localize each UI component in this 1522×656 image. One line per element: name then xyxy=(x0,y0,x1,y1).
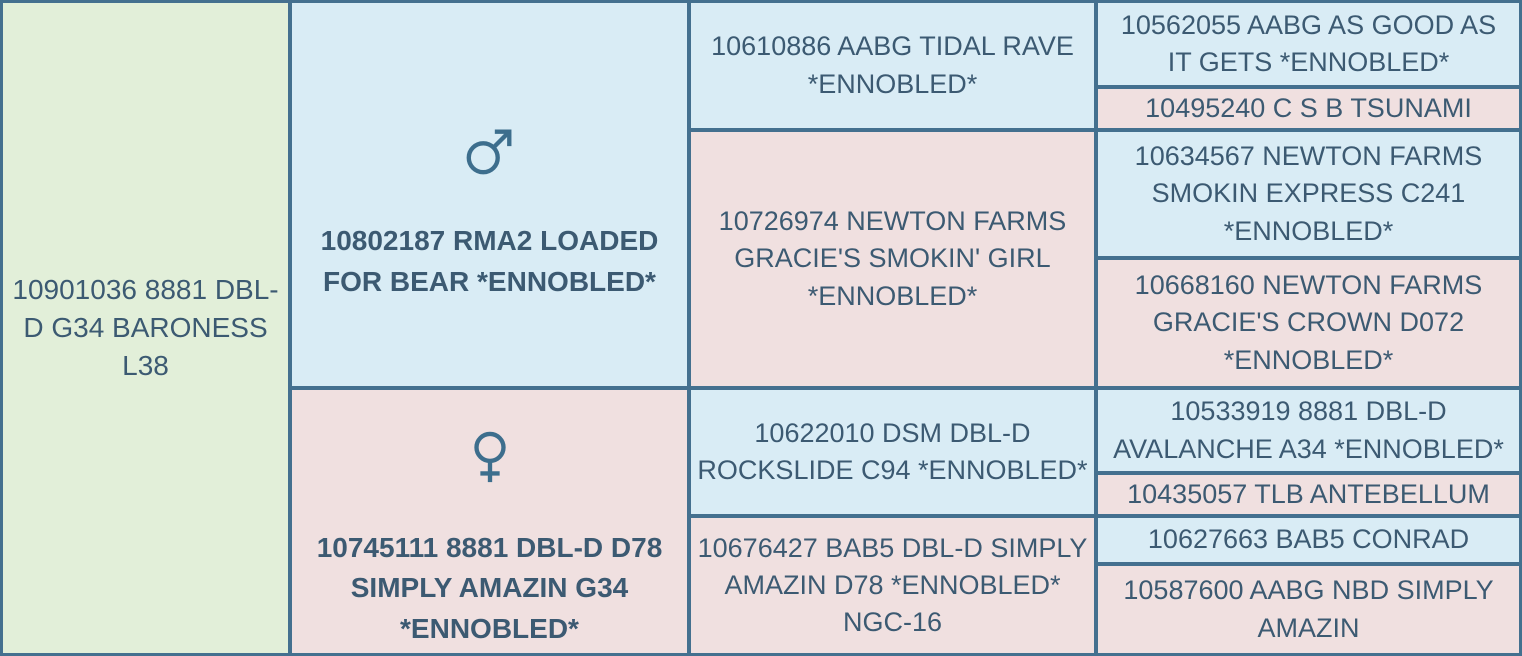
pedigree-cell-sire-dam-dam: 10668160 NEWTON FARMS GRACIE'S CROWN D07… xyxy=(1098,260,1519,386)
sire-dam-sire-name: 10634567 NEWTON FARMS SMOKIN EXPRESS C24… xyxy=(1134,141,1483,246)
dam-dam-name: 10676427 BAB5 DBL-D SIMPLY AMAZIN D78 *E… xyxy=(697,532,1088,638)
pedigree-cell-sire-sire: 10610886 AABG TIDAL RAVE *ENNOBLED* xyxy=(691,3,1094,128)
pedigree-cell-dam-dam-dam: 10587600 AABG NBD SIMPLY AMAZIN xyxy=(1098,566,1519,653)
male-icon xyxy=(463,87,517,216)
dam-name: 10745111 8881 DBL-D D78 SIMPLY AMAZIN G3… xyxy=(316,531,663,645)
pedigree-cell-sire-dam-sire: 10634567 NEWTON FARMS SMOKIN EXPRESS C24… xyxy=(1098,132,1519,256)
pedigree-cell-sire: 10802187 RMA2 LOADED FOR BEAR *ENNOBLED* xyxy=(292,3,687,386)
dam-sire-dam-name: 10435057 TLB ANTEBELLUM xyxy=(1127,478,1490,509)
pedigree-cell-sire-sire-sire: 10562055 AABG AS GOOD AS IT GETS *ENNOBL… xyxy=(1098,3,1519,85)
pedigree-cell-dam-sire-sire: 10533919 8881 DBL-D AVALANCHE A34 *ENNOB… xyxy=(1098,390,1519,471)
sire-dam-dam-name: 10668160 NEWTON FARMS GRACIE'S CROWN D07… xyxy=(1134,270,1483,375)
dam-dam-dam-name: 10587600 AABG NBD SIMPLY AMAZIN xyxy=(1123,575,1494,643)
female-icon xyxy=(463,393,517,522)
subject-name: 10901036 8881 DBL- D G34 BARONESS L38 xyxy=(12,273,279,382)
pedigree-cell-dam-sire-dam: 10435057 TLB ANTEBELLUM xyxy=(1098,475,1519,514)
pedigree-cell-dam: 10745111 8881 DBL-D D78 SIMPLY AMAZIN G3… xyxy=(292,390,687,653)
sire-name: 10802187 RMA2 LOADED FOR BEAR *ENNOBLED* xyxy=(320,225,659,297)
pedigree-cell-dam-sire: 10622010 DSM DBL-D ROCKSLIDE C94 *ENNOBL… xyxy=(691,390,1094,514)
pedigree-cell-dam-dam: 10676427 BAB5 DBL-D SIMPLY AMAZIN D78 *E… xyxy=(691,518,1094,653)
pedigree-cell-dam-dam-sire: 10627663 BAB5 CONRAD xyxy=(1098,518,1519,562)
pedigree-cell-sire-dam: 10726974 NEWTON FARMS GRACIE'S SMOKIN' G… xyxy=(691,132,1094,386)
sire-sire-sire-name: 10562055 AABG AS GOOD AS IT GETS *ENNOBL… xyxy=(1120,9,1497,77)
dam-sire-sire-name: 10533919 8881 DBL-D AVALANCHE A34 *ENNOB… xyxy=(1113,396,1504,464)
dam-sire-name: 10622010 DSM DBL-D ROCKSLIDE C94 *ENNOBL… xyxy=(697,417,1088,485)
dam-dam-sire-name: 10627663 BAB5 CONRAD xyxy=(1147,524,1470,555)
sire-dam-name: 10726974 NEWTON FARMS GRACIE'S SMOKIN' G… xyxy=(718,206,1067,311)
pedigree-cell-sire-sire-dam: 10495240 C S B TSUNAMI xyxy=(1098,89,1519,128)
sire-sire-dam-name: 10495240 C S B TSUNAMI xyxy=(1145,92,1472,123)
pedigree-cell-subject: 10901036 8881 DBL- D G34 BARONESS L38 xyxy=(3,3,288,653)
sire-sire-name: 10610886 AABG TIDAL RAVE *ENNOBLED* xyxy=(711,31,1074,99)
